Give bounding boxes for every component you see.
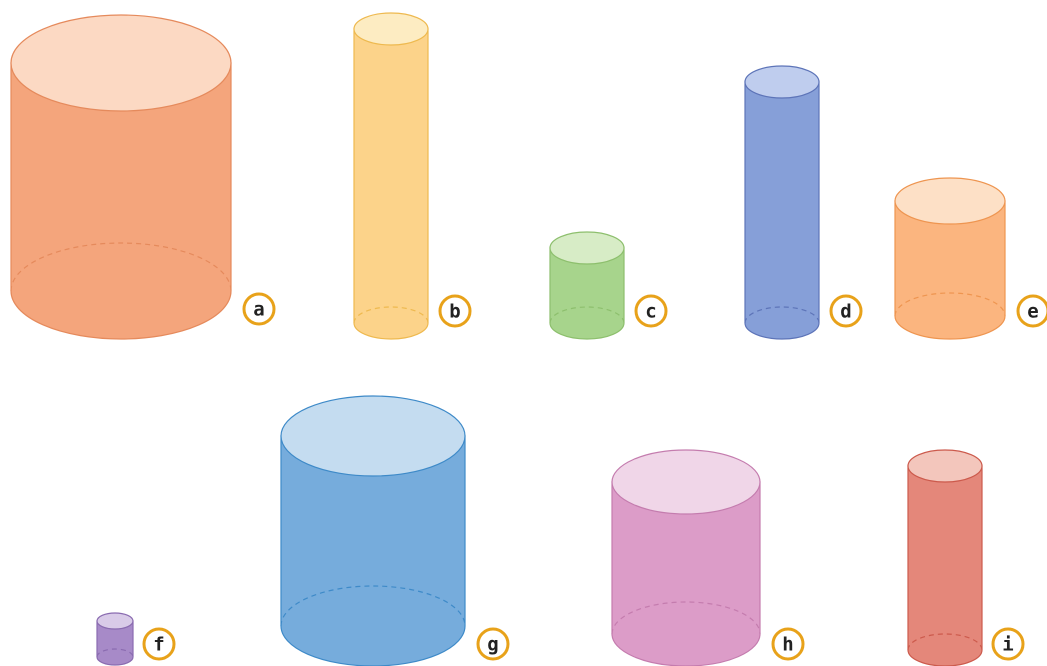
- label-badge-h: h: [773, 629, 803, 659]
- cylinder-g: [281, 396, 465, 666]
- label-text-f: f: [153, 634, 164, 656]
- label-text-b: b: [449, 301, 460, 323]
- cylinder-top-d: [745, 66, 819, 98]
- cylinder-top-b: [354, 13, 428, 45]
- label-badge-c: c: [636, 296, 666, 326]
- cylinder-a: [11, 15, 231, 339]
- cylinder-top-f: [97, 613, 133, 629]
- label-badge-g: g: [478, 629, 508, 659]
- label-badge-f: f: [144, 629, 174, 659]
- label-text-d: d: [840, 301, 851, 323]
- cylinder-e: [895, 178, 1005, 339]
- label-badge-a: a: [244, 294, 274, 324]
- label-text-e: e: [1027, 301, 1038, 323]
- cylinder-top-e: [895, 178, 1005, 224]
- label-text-c: c: [645, 301, 656, 323]
- cylinder-top-c: [550, 232, 624, 264]
- label-text-a: a: [253, 299, 264, 321]
- cylinder-top-h: [612, 450, 760, 514]
- cylinder-body-b: [354, 29, 428, 339]
- cylinder-top-i: [908, 450, 982, 482]
- label-text-g: g: [487, 634, 498, 656]
- label-text-h: h: [782, 634, 793, 656]
- cylinder-d: [745, 66, 819, 339]
- cylinder-body-d: [745, 82, 819, 339]
- cylinder-c: [550, 232, 624, 339]
- cylinder-h: [612, 450, 760, 666]
- label-badge-d: d: [831, 296, 861, 326]
- label-text-i: i: [1002, 634, 1013, 656]
- cylinder-f: [97, 613, 133, 665]
- cylinder-top-g: [281, 396, 465, 476]
- label-badge-i: i: [993, 629, 1023, 659]
- cylinder-top-a: [11, 15, 231, 111]
- label-badge-b: b: [440, 296, 470, 326]
- label-badge-e: e: [1018, 296, 1047, 326]
- cylinder-body-i: [908, 466, 982, 666]
- cylinder-b: [354, 13, 428, 339]
- cylinder-i: [908, 450, 982, 666]
